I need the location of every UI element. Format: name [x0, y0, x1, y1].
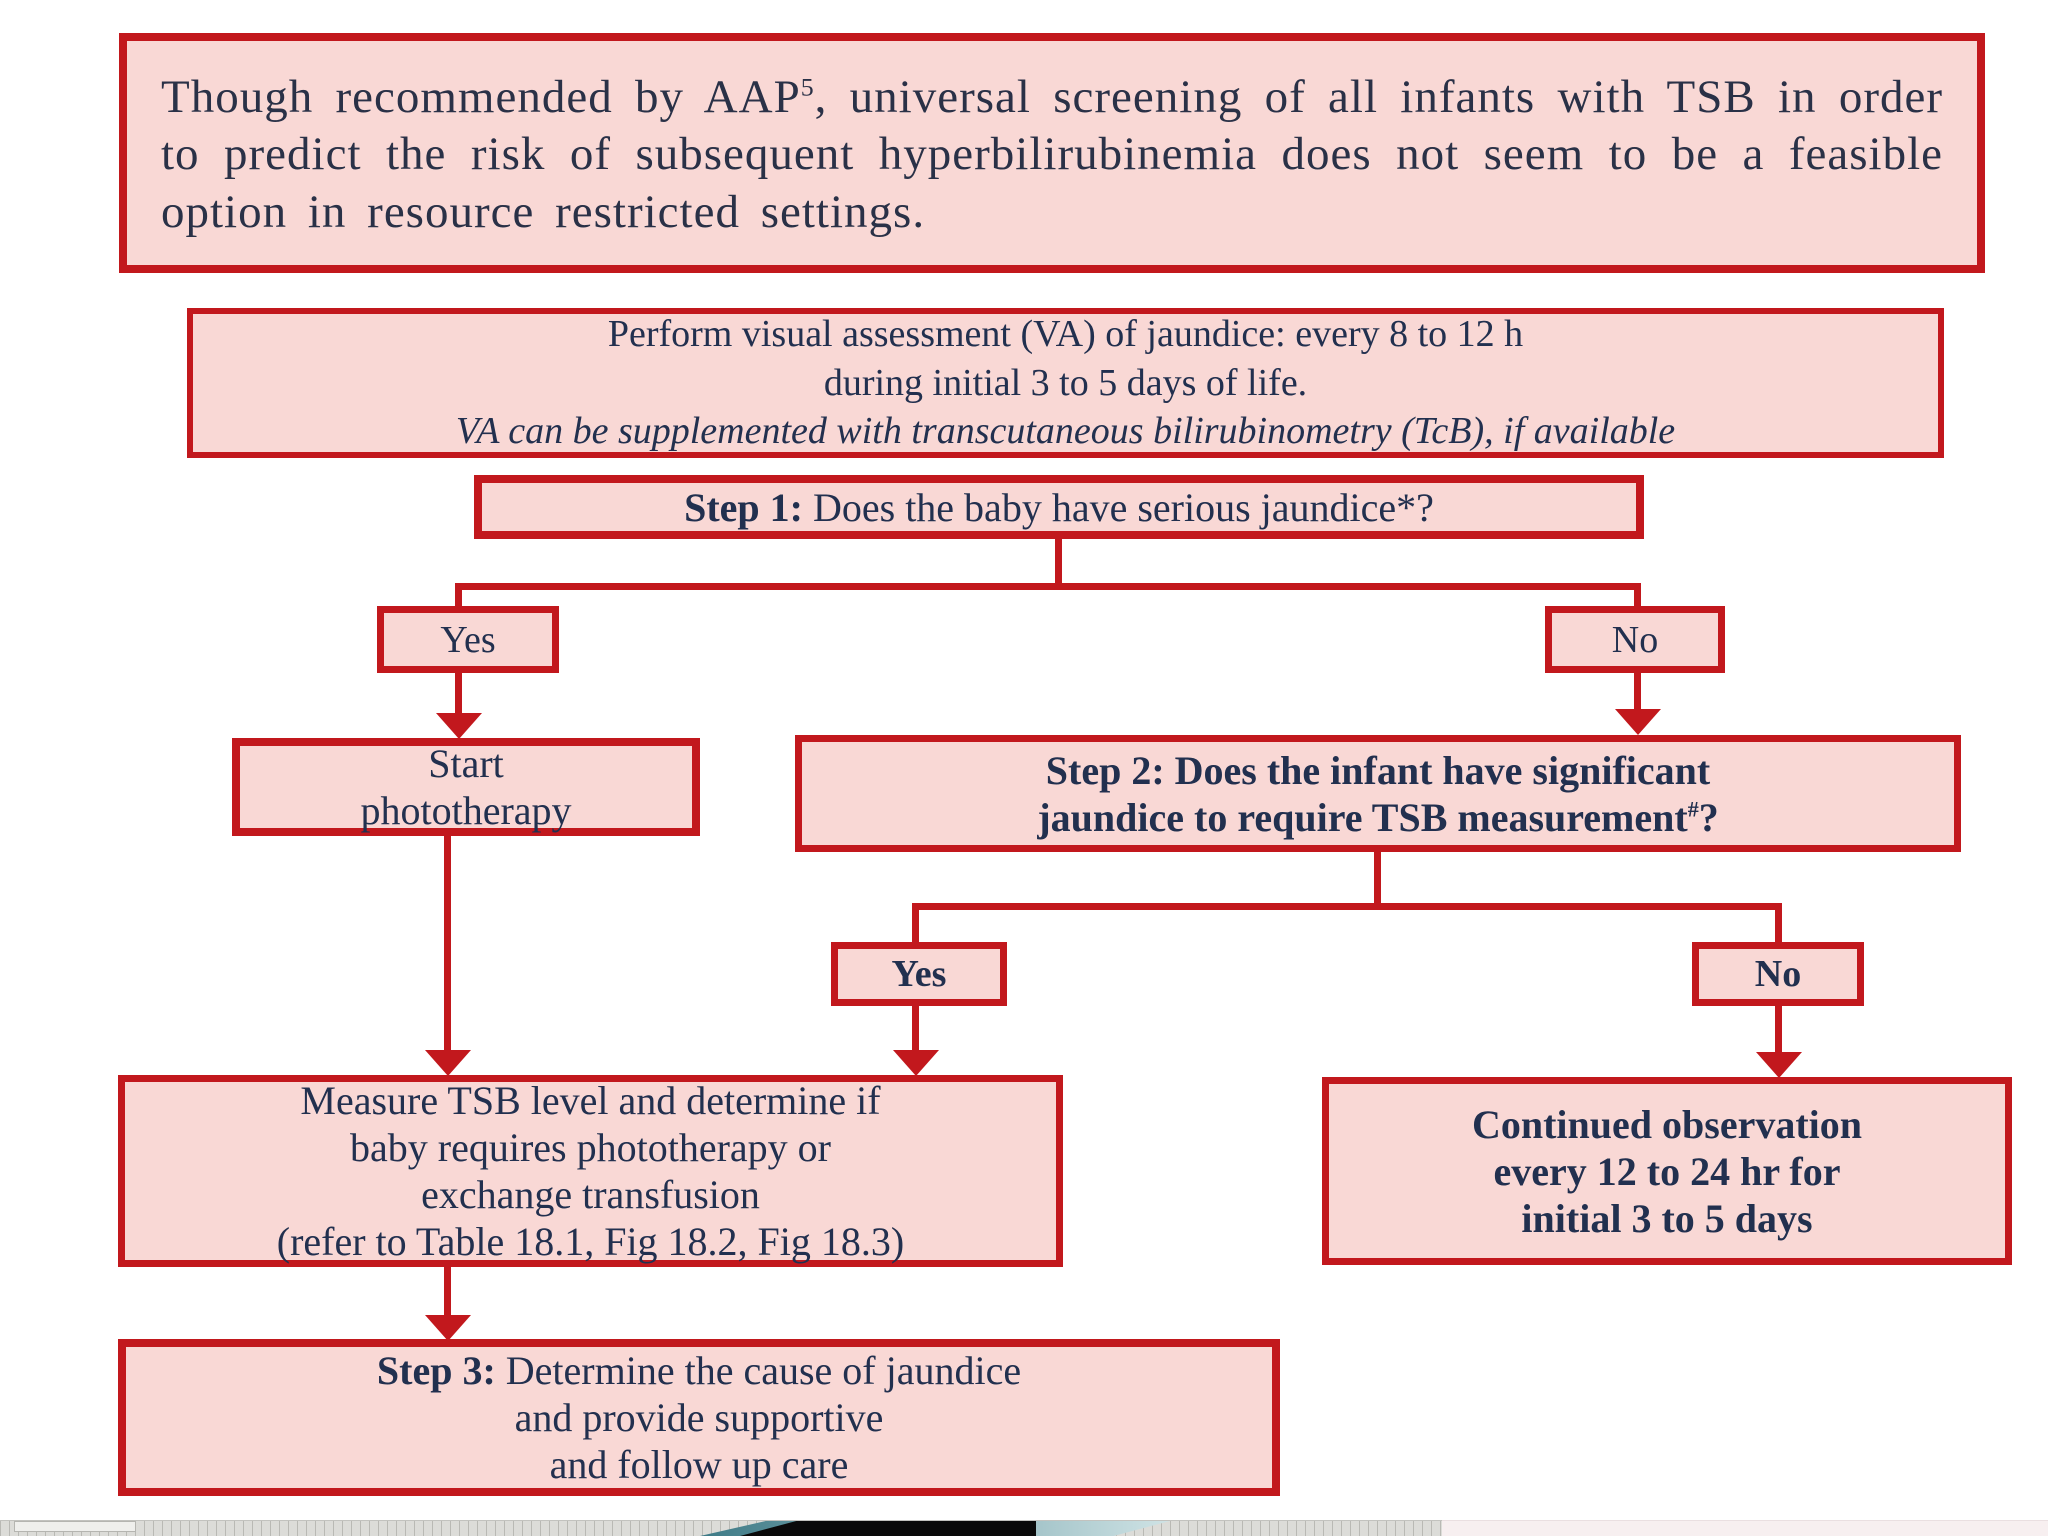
- connector-line: [912, 903, 1782, 910]
- measure-tsb-line1: Measure TSB level and determine if: [300, 1078, 881, 1123]
- step1-question-text: Step 1: Does the baby have serious jaund…: [684, 484, 1434, 530]
- arrow-down-icon: [1756, 1052, 1802, 1078]
- intro-note-text: Though recommended by AAP5, universal sc…: [161, 71, 1943, 238]
- step2-question-line2: jaundice to require TSB measurement#?: [1037, 794, 1719, 840]
- step2-question-line1: Step 2: Does the infant have significant: [1045, 747, 1711, 793]
- step2-yes-label: Yes: [891, 953, 947, 995]
- arrow-down-icon: [893, 1050, 939, 1076]
- start-phototherapy-box: Start phototherapy: [232, 738, 700, 836]
- continued-observation-box: Continued observation every 12 to 24 hr …: [1322, 1077, 2012, 1265]
- continued-observation-line2: every 12 to 24 hr for: [1493, 1148, 1841, 1194]
- connector-line: [1055, 539, 1062, 587]
- filmstrip-inset: [14, 1521, 136, 1532]
- measure-tsb-line4: (refer to Table 18.1, Fig 18.2, Fig 18.3…: [276, 1219, 905, 1264]
- step2-question-box: Step 2: Does the infant have significant…: [795, 735, 1961, 852]
- footer-right-strip: [1442, 1520, 2048, 1536]
- start-phototherapy-line2: phototherapy: [360, 788, 572, 833]
- step2-no-box: No: [1692, 942, 1864, 1006]
- measure-tsb-line3: exchange transfusion: [421, 1172, 760, 1217]
- va-line2: during initial 3 to 5 days of life.: [823, 361, 1308, 404]
- connector-line: [1775, 903, 1782, 944]
- connector-line: [1634, 671, 1641, 713]
- step2-no-label: No: [1754, 953, 1802, 995]
- start-phototherapy-line1: Start: [428, 741, 504, 786]
- connector-line: [1634, 583, 1641, 609]
- va-note: VA can be supplemented with transcutaneo…: [455, 410, 1676, 453]
- connector-line: [455, 583, 462, 609]
- step1-no-label: No: [1611, 618, 1659, 661]
- footnote-sup-5: 5: [800, 72, 815, 102]
- footer-black-shape: [740, 1521, 1036, 1536]
- connector-line: [455, 671, 462, 717]
- arrow-down-icon: [425, 1315, 471, 1341]
- connector-line: [1374, 852, 1381, 907]
- step1-no-box: No: [1545, 606, 1725, 673]
- measure-tsb-line2: baby requires phototherapy or: [350, 1125, 831, 1170]
- continued-observation-line1: Continued observation: [1471, 1101, 1863, 1147]
- visual-assessment-box: Perform visual assessment (VA) of jaundi…: [187, 308, 1944, 458]
- step3-line1: Step 3: Determine the cause of jaundice: [376, 1348, 1022, 1393]
- connector-line: [1775, 1004, 1782, 1054]
- connector-line: [444, 834, 451, 1052]
- measure-tsb-box: Measure TSB level and determine if baby …: [118, 1075, 1063, 1267]
- arrow-down-icon: [425, 1050, 471, 1076]
- connector-line: [912, 903, 919, 944]
- arrow-down-icon: [1615, 709, 1661, 735]
- step3-box: Step 3: Determine the cause of jaundice …: [118, 1339, 1280, 1496]
- step1-yes-box: Yes: [377, 606, 559, 673]
- footnote-sup-hash: #: [1687, 796, 1699, 822]
- connector-line: [444, 1265, 451, 1317]
- continued-observation-line3: initial 3 to 5 days: [1521, 1195, 1813, 1241]
- connector-line: [912, 1004, 919, 1052]
- step1-yes-label: Yes: [440, 618, 496, 661]
- intro-note-box: Though recommended by AAP5, universal sc…: [119, 33, 1985, 273]
- arrow-down-icon: [436, 713, 482, 739]
- step2-yes-box: Yes: [831, 942, 1007, 1006]
- step3-line3: and follow up care: [549, 1442, 849, 1487]
- step3-line2: and provide supportive: [514, 1395, 884, 1440]
- va-line1: Perform visual assessment (VA) of jaundi…: [607, 313, 1524, 356]
- connector-line: [455, 583, 1641, 590]
- step1-question-box: Step 1: Does the baby have serious jaund…: [474, 475, 1644, 539]
